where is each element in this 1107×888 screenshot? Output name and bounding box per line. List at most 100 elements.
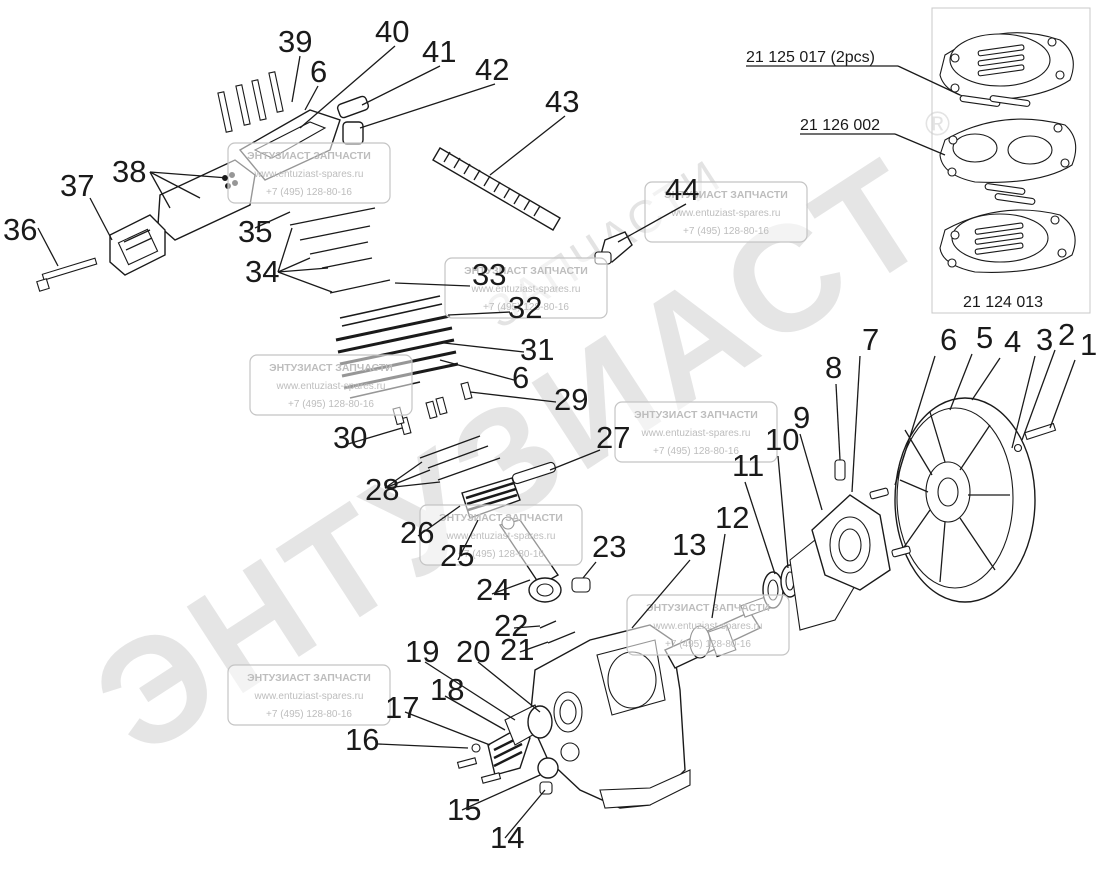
stamp-4: ЭНТУЗИАСТ ЗАПЧАСТИ www.entuziast-spares.r…: [249, 354, 413, 416]
gasket-reed-strips-top: [959, 95, 1031, 107]
callout-leader: [277, 227, 293, 273]
callout-number: 43: [545, 84, 579, 119]
callout-number: 24: [476, 572, 510, 607]
gasket-code-bottom: 21 124 013: [963, 294, 1043, 311]
callout-number: 4: [1004, 324, 1021, 359]
callout-38: 38: [112, 154, 229, 209]
stamp-title: ЭНТУЗИАСТ ЗАПЧАСТИ: [247, 150, 371, 162]
callout-number: 7: [862, 322, 879, 357]
stamp-url: www.entuziast-spares.ru: [471, 284, 581, 295]
head-nut: [342, 121, 364, 145]
stamp-1: ЭНТУЗИАСТ ЗАПЧАСТИwww.entuziast-spares.r…: [227, 142, 391, 204]
callout-number: 6: [940, 322, 957, 357]
callout-number: 10: [765, 422, 799, 457]
callout-leader: [384, 469, 431, 489]
callout-number: 32: [508, 290, 542, 325]
callout-37: 37: [60, 168, 113, 241]
callout-32: 32: [447, 290, 542, 325]
stamp-url: www.entuziast-spares.ru: [276, 381, 386, 392]
callout-leader: [617, 203, 687, 243]
callout-leader: [347, 427, 403, 445]
rod-bolt-parts: [539, 577, 591, 644]
callout-leader: [394, 282, 471, 287]
callout-leader: [404, 711, 491, 746]
callout-leader: [277, 267, 329, 273]
callout-31: 31: [443, 332, 554, 367]
callout-16: 16: [345, 722, 469, 757]
callout-number: 22: [494, 608, 528, 643]
callout-number: 40: [375, 14, 409, 49]
callout-number: 14: [490, 820, 524, 855]
callout-27: 27: [549, 420, 630, 471]
stamp-title: ЭНТУЗИАСТ ЗАПЧАСТИ: [634, 409, 758, 421]
bearing-cover: [811, 494, 891, 591]
callout-leader: [359, 83, 496, 129]
callout-6: 6: [304, 54, 327, 111]
callout-11: 11: [732, 448, 776, 575]
stamp-url: www.entuziast-spares.ru: [446, 531, 556, 542]
callout-leader: [504, 789, 546, 839]
callout-3: 3: [1011, 322, 1053, 449]
stamp-title: ЭНТУЗИАСТ ЗАПЧАСТИ: [646, 602, 770, 614]
callout-number: 27: [596, 420, 630, 455]
callout-36: 36: [3, 212, 59, 267]
callout-17: 17: [385, 690, 491, 746]
callout-leader: [631, 559, 691, 629]
callout-28: 28: [365, 461, 441, 507]
callout-leader: [439, 359, 515, 381]
callout-leader: [304, 85, 319, 111]
stamp-url: www.entuziast-spares.ru: [254, 691, 364, 702]
stamp-phone: +7 (495) 128-80-16: [458, 549, 544, 560]
callout-leader: [711, 533, 726, 619]
callout-leader: [1021, 349, 1056, 441]
callout-29: 29: [469, 382, 588, 417]
stamp-title: ЭНТУЗИАСТ ЗАПЧАСТИ: [269, 362, 393, 374]
callout-leader: [894, 355, 936, 486]
callout-leader: [1011, 355, 1036, 449]
gasket-panel-frame: [931, 7, 1091, 314]
stamp-3: ЭНТУЗИАСТ ЗАПЧАСТИwww.entuziast-spares.r…: [444, 257, 608, 319]
crankcase: [529, 624, 691, 809]
callout-leader: [582, 561, 597, 579]
valve-reeds: [289, 207, 391, 294]
gasket-valve-plate-bottom: [939, 209, 1076, 273]
gasket-code-middle: 21 126 002: [800, 117, 880, 134]
callout-number: 30: [333, 420, 367, 455]
callout-leader: [149, 171, 171, 209]
callout-number: 15: [447, 792, 481, 827]
callout-number: 3: [1036, 322, 1053, 357]
callout-10: 10: [765, 422, 799, 569]
stamp-phone: +7 (495) 128-80-16: [288, 399, 374, 410]
callout-23: 23: [582, 529, 626, 579]
side-cover: [487, 704, 553, 776]
callout-5: 5: [949, 320, 993, 411]
callout-number: 38: [112, 154, 146, 189]
gasket-valve-plate-top: [939, 32, 1074, 101]
callout-42: 42: [359, 52, 509, 129]
head-fitting: [336, 95, 370, 119]
callout-7: 7: [851, 322, 879, 493]
callout-leader: [89, 197, 113, 241]
callout-leader: [799, 433, 823, 511]
callout-1: 1: [1049, 327, 1097, 429]
callout-number: 37: [60, 168, 94, 203]
callout-39: 39: [278, 24, 312, 103]
callout-leader: [424, 661, 516, 721]
stamp-7: ЭНТУЗИАСТ ЗАПЧАСТИ www.entuziast-spares.r…: [626, 594, 790, 656]
callout-22: 22: [494, 608, 541, 643]
callout-number: 29: [554, 382, 588, 417]
gasket-code-top: 21 125 017 (2pcs): [746, 49, 875, 66]
callout-number: 12: [715, 500, 749, 535]
stamp-phone: +7 (495) 128-80-16: [683, 226, 769, 237]
callout-number: 6: [512, 360, 529, 395]
stamp-url: www.entuziast-spares.ru: [653, 621, 763, 632]
callout-43: 43: [489, 84, 579, 176]
piston-rings: [419, 435, 501, 481]
drain-plugs: [456, 743, 559, 795]
callout-41: 41: [361, 34, 456, 106]
callout-leader: [469, 391, 557, 403]
callout-leader: [277, 257, 311, 273]
callout-number: 31: [520, 332, 554, 367]
